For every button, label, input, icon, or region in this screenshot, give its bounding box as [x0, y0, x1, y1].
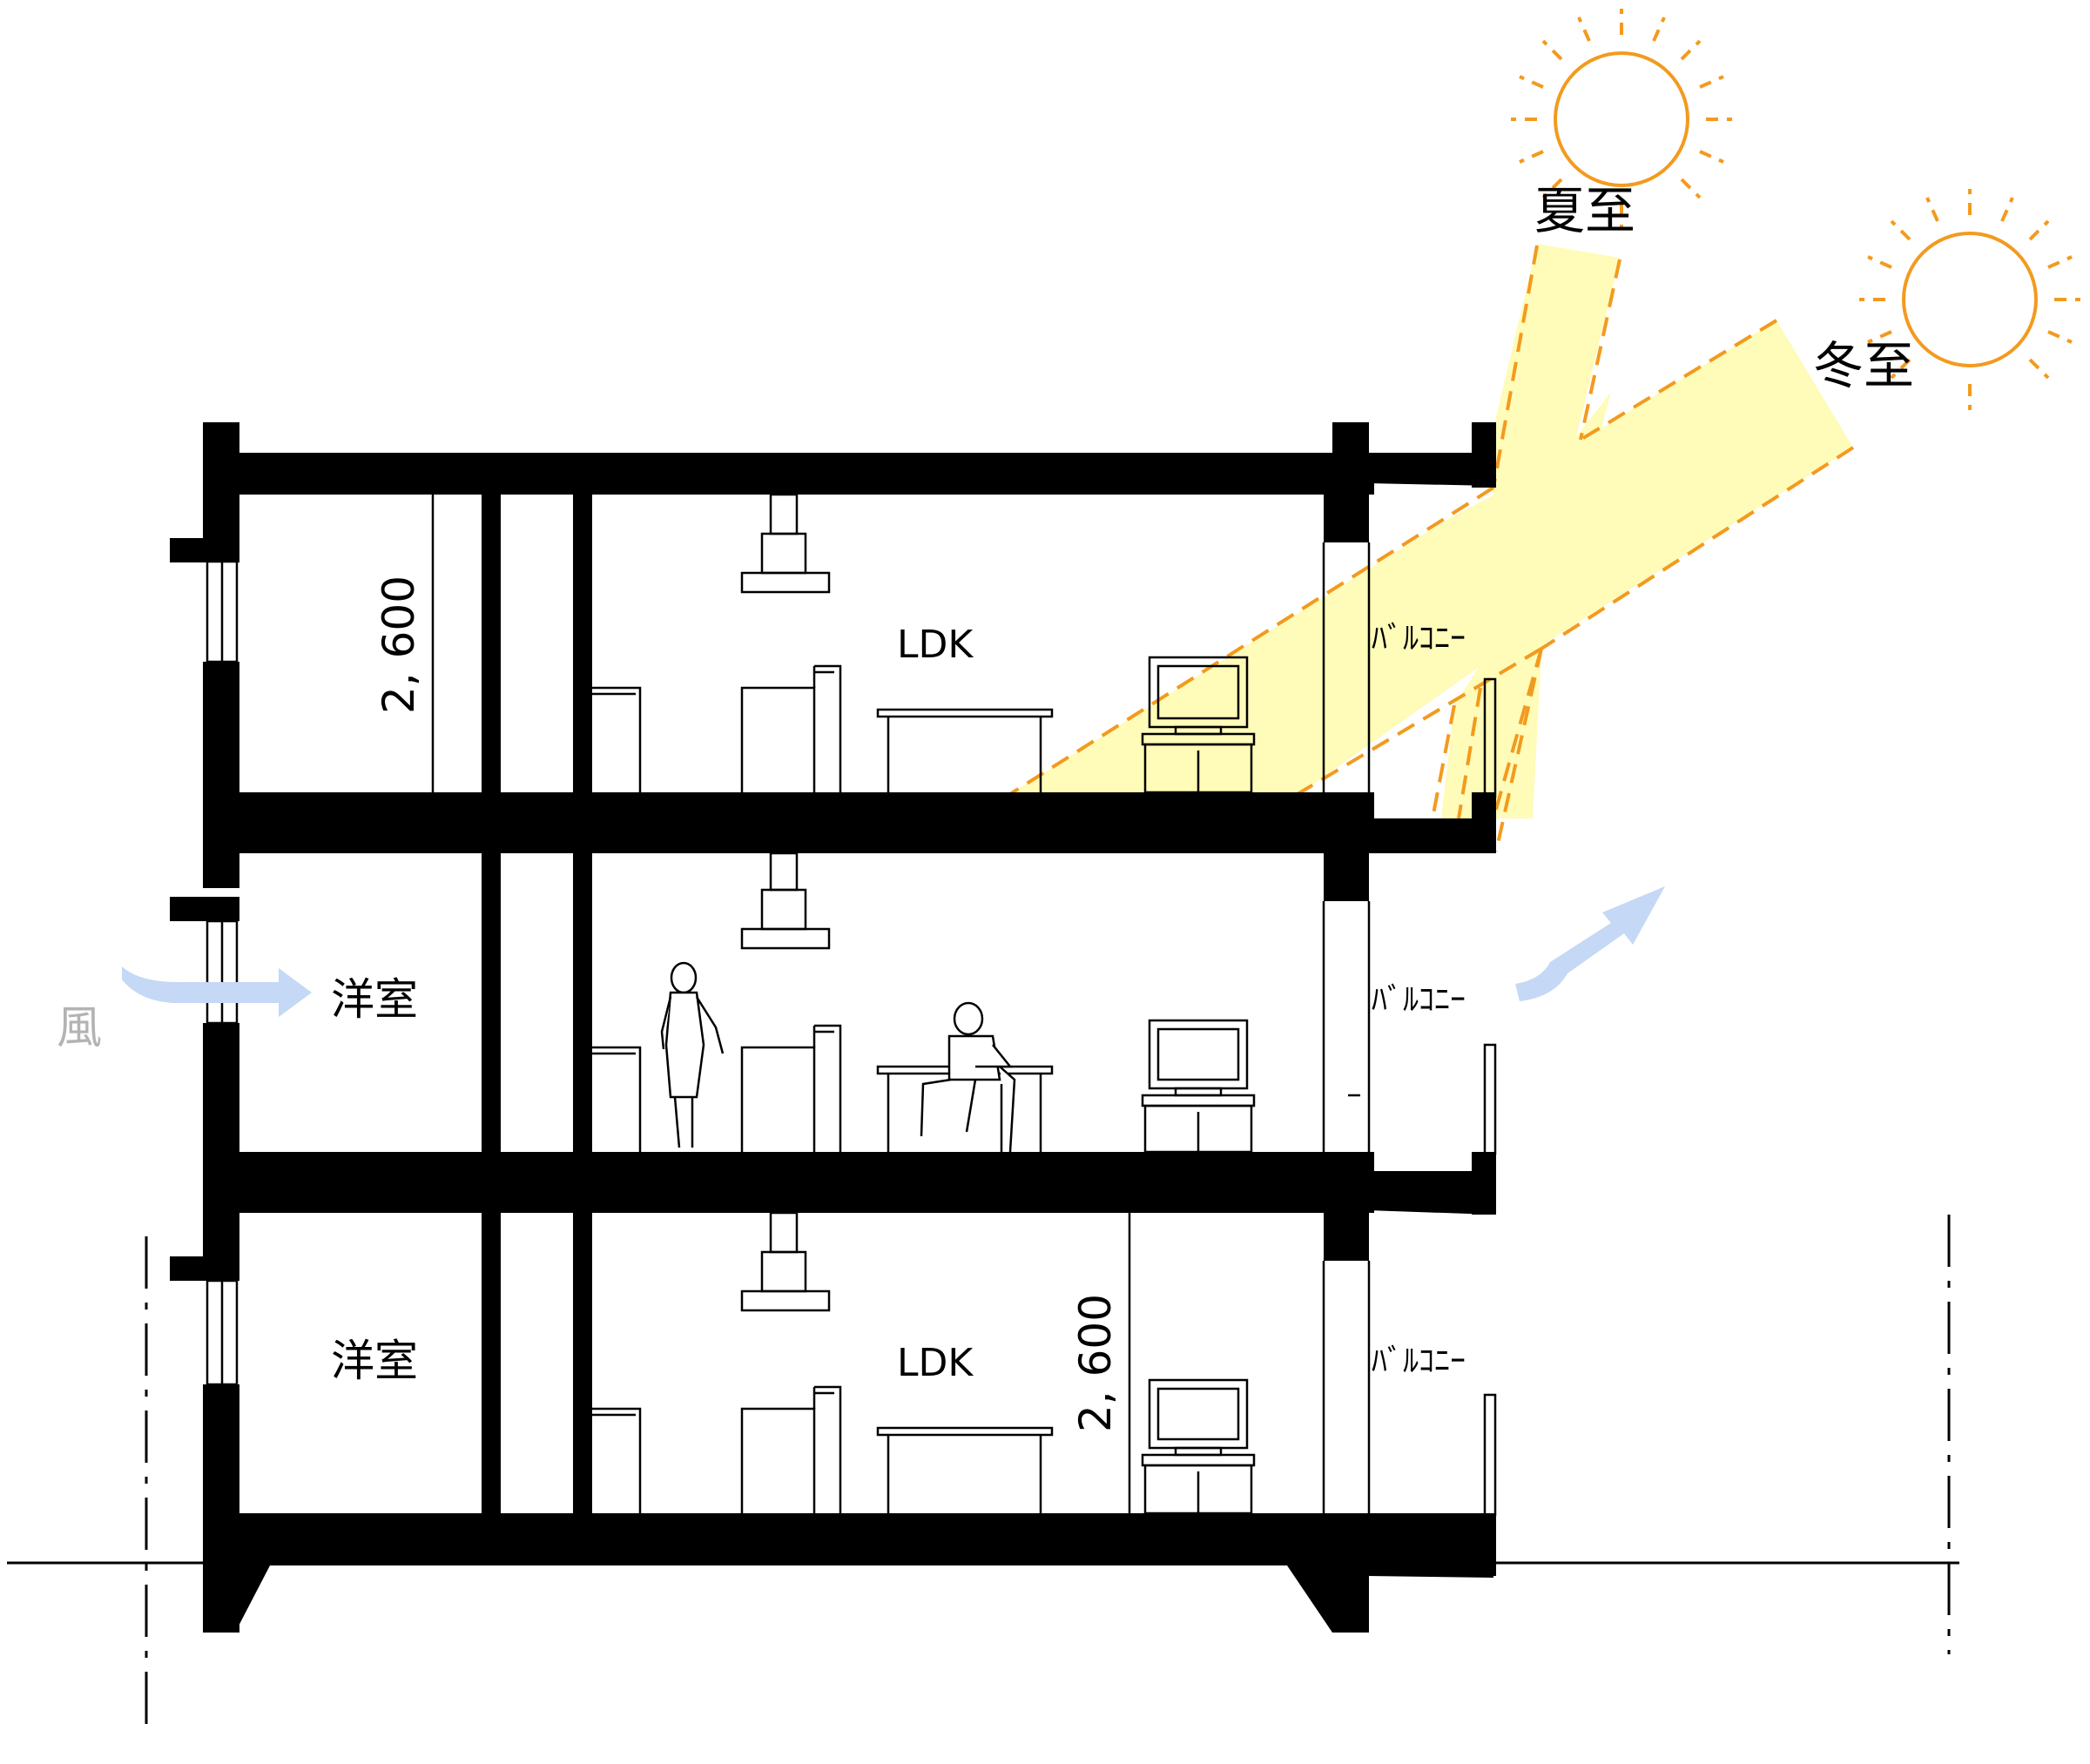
balcony-label-top: ﾊﾞﾙｺﾆｰ [1372, 621, 1466, 656]
sun-summer-icon [1511, 9, 1732, 230]
axis-lines [145, 1215, 1951, 1728]
structure [170, 422, 1496, 1633]
sunlight-beams [1008, 244, 1855, 852]
thin-lines [206, 495, 1497, 1517]
wind-arrow-icon [122, 886, 1665, 1017]
wind-label: 風 [57, 1002, 102, 1054]
summer-solstice-label: 夏至 [1534, 181, 1635, 240]
labels: LDK LDK 洋室 洋室 ﾊﾞﾙｺﾆｰ ﾊﾞﾙｺﾆｰ ﾊﾞﾙｺﾆｰ 2, 60… [57, 181, 1914, 1432]
range-hood-icon [740, 493, 831, 1312]
person-seated-icon [920, 1001, 1016, 1153]
room-label-ldk-top: LDK [897, 623, 974, 667]
winter-solstice-label: 冬至 [1813, 336, 1914, 395]
height-dimension-top: 2, 600 [374, 576, 424, 714]
balcony-label-middle: ﾊﾞﾙｺﾆｰ [1372, 982, 1466, 1018]
person-standing-icon [660, 961, 725, 1148]
room-label-yoshitsu-bottom: 洋室 [331, 1336, 418, 1386]
room-label-ldk-bottom: LDK [897, 1341, 974, 1385]
balcony-label-bottom: ﾊﾞﾙｺﾆｰ [1372, 1343, 1466, 1379]
furniture [592, 664, 1054, 1513]
room-label-yoshitsu-middle: 洋室 [331, 974, 418, 1025]
tv-icon [1141, 656, 1256, 1515]
sun-winter-icon [1859, 189, 2080, 410]
winter-sunlight-beam [1010, 320, 1853, 794]
height-dimension-bottom: 2, 600 [1070, 1294, 1121, 1432]
